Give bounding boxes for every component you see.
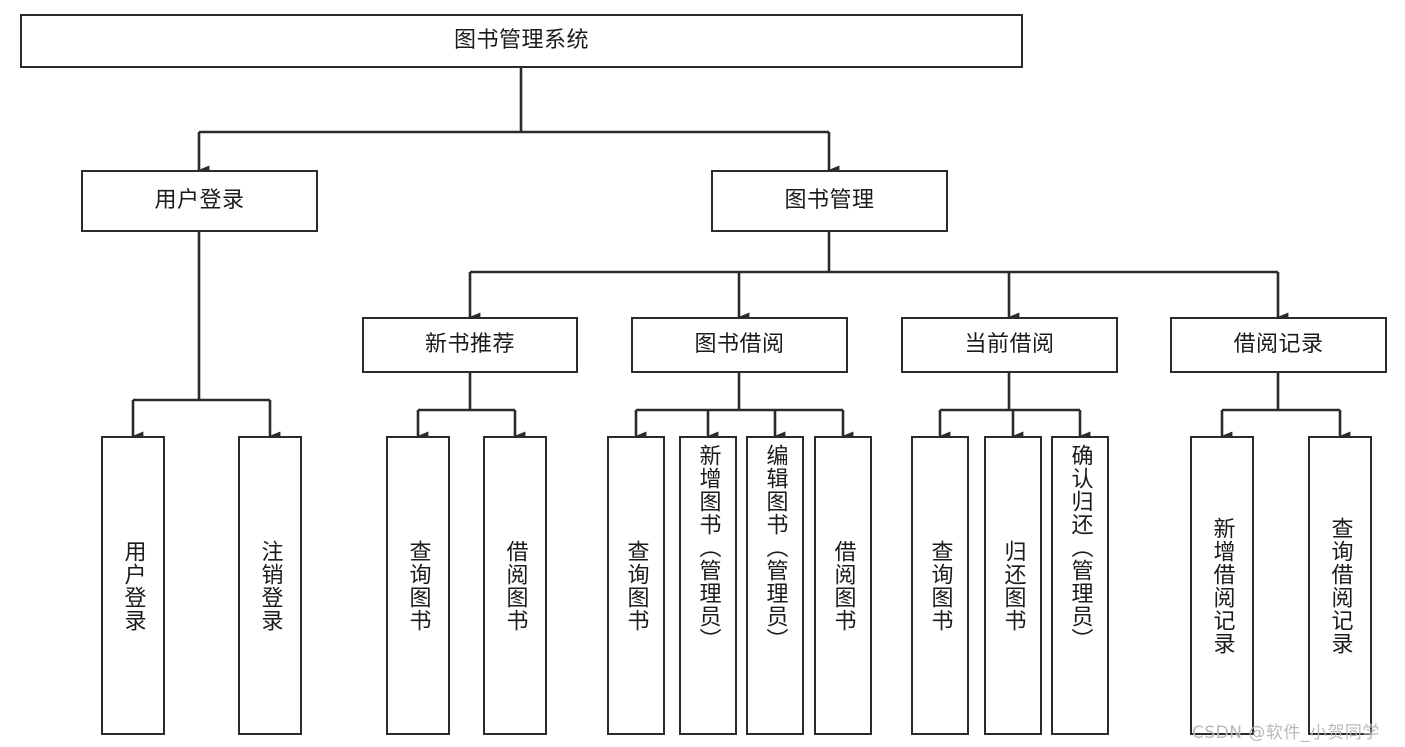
node-leaf-query-book-rec[interactable]: 查询图书 <box>386 436 450 735</box>
node-borrow-record-label: 借阅记录 <box>1233 331 1324 357</box>
node-leaf-query-book-cur[interactable]: 查询图书 <box>911 436 969 735</box>
node-leaf-add-record[interactable]: 新增借阅记录 <box>1190 436 1254 735</box>
node-user-login[interactable]: 用户登录 <box>81 170 318 232</box>
node-leaf-edit-book-label: 编辑图书（管理员） <box>762 444 788 651</box>
node-leaf-query-book-label: 查询图书 <box>623 539 649 632</box>
node-book-borrow[interactable]: 图书借阅 <box>631 317 848 373</box>
node-leaf-query-book[interactable]: 查询图书 <box>607 436 665 735</box>
node-leaf-query-record[interactable]: 查询借阅记录 <box>1308 436 1372 735</box>
node-leaf-edit-book[interactable]: 编辑图书（管理员） <box>746 436 804 735</box>
node-root-label: 图书管理系统 <box>453 27 589 53</box>
node-leaf-query-book-cur-label: 查询图书 <box>927 539 953 632</box>
node-book-borrow-label: 图书借阅 <box>694 331 785 357</box>
node-current-borrow-label: 当前借阅 <box>964 331 1055 357</box>
node-leaf-logout[interactable]: 注销登录 <box>238 436 302 735</box>
node-current-borrow[interactable]: 当前借阅 <box>901 317 1118 373</box>
node-borrow-record[interactable]: 借阅记录 <box>1170 317 1387 373</box>
node-user-login-label: 用户登录 <box>154 187 245 213</box>
node-root[interactable]: 图书管理系统 <box>20 14 1023 68</box>
csdn-watermark: CSDN @软件_小贺同学 <box>1192 723 1380 743</box>
node-leaf-user-login[interactable]: 用户登录 <box>101 436 165 735</box>
node-leaf-add-book[interactable]: 新增图书（管理员） <box>679 436 737 735</box>
node-leaf-confirm-return-label: 确认归还（管理员） <box>1067 444 1093 651</box>
node-book-manage-label: 图书管理 <box>784 187 875 213</box>
node-leaf-user-login-label: 用户登录 <box>120 539 146 632</box>
node-leaf-borrow-book-rec[interactable]: 借阅图书 <box>483 436 547 735</box>
node-leaf-add-book-label: 新增图书（管理员） <box>695 444 721 651</box>
node-new-book-recommend-label: 新书推荐 <box>424 331 515 357</box>
node-leaf-borrow-book-rec-label: 借阅图书 <box>502 539 528 632</box>
node-leaf-confirm-return[interactable]: 确认归还（管理员） <box>1051 436 1109 735</box>
node-leaf-query-record-label: 查询借阅记录 <box>1327 516 1353 655</box>
node-new-book-recommend[interactable]: 新书推荐 <box>362 317 578 373</box>
node-leaf-borrow-book-label: 借阅图书 <box>830 539 856 632</box>
node-leaf-query-book-rec-label: 查询图书 <box>405 539 431 632</box>
node-leaf-return-book-label: 归还图书 <box>1000 539 1026 632</box>
node-leaf-borrow-book[interactable]: 借阅图书 <box>814 436 872 735</box>
node-book-manage[interactable]: 图书管理 <box>711 170 948 232</box>
node-leaf-logout-label: 注销登录 <box>257 539 283 632</box>
node-leaf-add-record-label: 新增借阅记录 <box>1209 516 1235 655</box>
node-leaf-return-book[interactable]: 归还图书 <box>984 436 1042 735</box>
